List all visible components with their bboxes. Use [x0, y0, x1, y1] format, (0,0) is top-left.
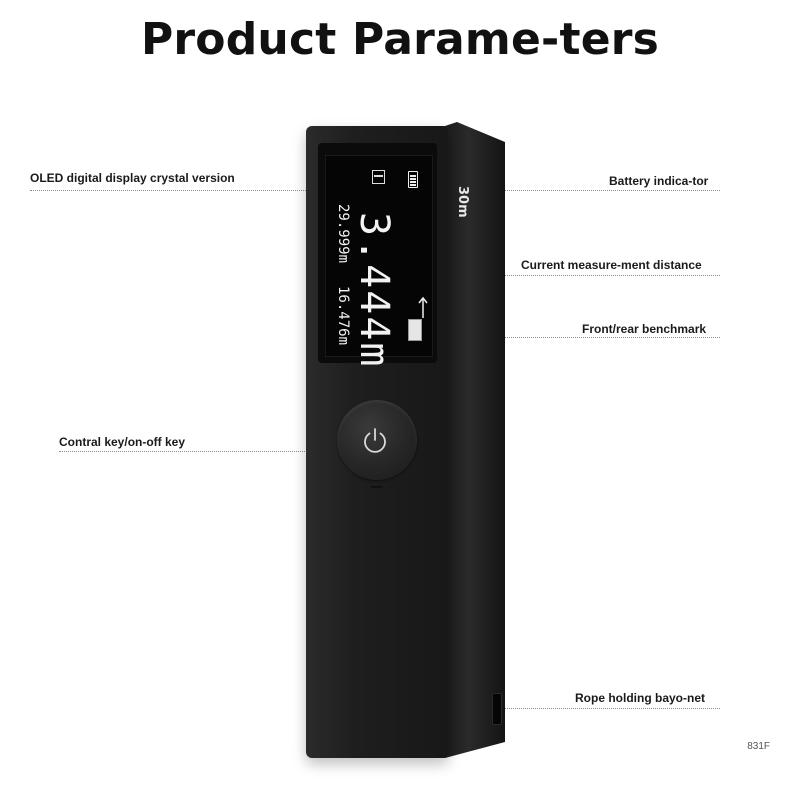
- button-indicator: [371, 486, 383, 488]
- benchmark-arrow-icon: [418, 296, 428, 318]
- max-distance-value: 29.999m: [335, 204, 351, 264]
- battery-icon: [408, 171, 418, 188]
- benchmark-block: [408, 319, 422, 341]
- page-title: Product Parame-ters: [140, 14, 660, 65]
- callout-oled-display: OLED digital display crystal version: [30, 171, 235, 185]
- leader-line-key: [59, 451, 375, 452]
- callout-rope-bayonet: Rope holding bayo-net: [575, 691, 705, 705]
- power-icon: [364, 428, 386, 453]
- leader-line-oled: [30, 190, 348, 191]
- power-button[interactable]: [337, 400, 417, 480]
- mode-icon: [372, 170, 385, 184]
- current-distance-value: 3.444m: [351, 212, 397, 369]
- callout-front-rear-benchmark: Front/rear benchmark: [582, 322, 707, 336]
- brand-mark: 30m: [455, 186, 470, 218]
- callout-current-distance: Current measure-ment distance: [521, 258, 702, 272]
- leader-line-distance: [384, 275, 720, 276]
- rope-bayonet-slot: [492, 693, 502, 725]
- product-code: 831F: [747, 741, 770, 752]
- callout-control-key: Contral key/on-off key: [59, 435, 186, 449]
- leader-line-rope: [496, 708, 720, 709]
- leader-line-battery: [414, 190, 720, 191]
- previous-distance-value: 16.476m: [335, 286, 351, 346]
- device-side-panel: [445, 122, 505, 758]
- leader-line-benchmark: [416, 337, 720, 338]
- callout-battery-indicator: Battery indica-tor: [609, 174, 709, 188]
